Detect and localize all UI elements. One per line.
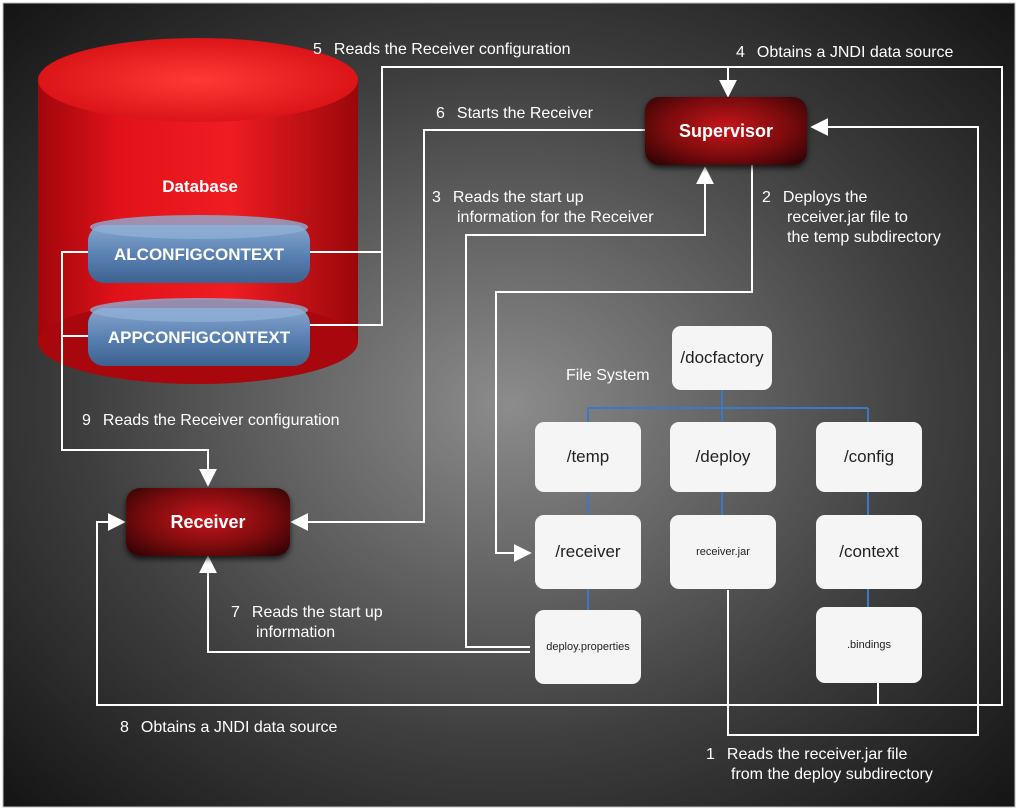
connector-step-8 [96,513,878,706]
connector-step-7 [199,555,530,653]
step-1-number: 1 [706,746,715,763]
dir-temp: /temp [535,422,641,492]
connector-step-5 [308,66,728,253]
step-5-number: 5 [313,41,322,58]
step-1-label: 1 Reads the receiver.jar file from the de… [706,745,933,785]
step-5-line-1: Reads the Receiver configuration [333,41,571,58]
step-4-number: 4 [736,44,745,61]
step-6-number: 6 [436,105,445,122]
file-receiver-jar: receiver.jar [670,515,776,589]
step-6-line-1: Starts the Receiver [456,105,593,122]
step-2-line-2: receiver.jar file to [787,209,908,226]
filesystem-label: File System [566,367,650,384]
step-5-label: 5 Reads the Receiver configuration [313,40,570,60]
supervisor-node: Supervisor [645,97,807,165]
step-7-number: 7 [231,604,240,621]
dir-deploy: /deploy [670,422,776,492]
step-7-line-2: information [256,624,336,641]
step-9-number: 9 [82,412,91,429]
step-8-label: 8 Obtains a JNDI data source [120,718,337,738]
step-1-line-2: from the deploy subdirectory [731,766,933,783]
step-9-label: 9 Reads the Receiver configuration [82,411,339,431]
connector-step-2 [495,165,753,562]
file-deploy-properties: deploy.properties [535,610,641,684]
step-8-line-1: Obtains a JNDI data source [140,719,338,736]
step-2-line-3: the temp subdirectory [787,229,941,246]
table-alconfigcontext: ALCONFIGCONTEXT [114,245,284,264]
receiver-node: Receiver [126,488,290,556]
connector-step-6 [290,129,645,531]
connector-step-1 [727,118,979,736]
step-7-line-1: Reads the start up [251,604,383,621]
step-3-label: 3 Reads the start up information for the … [432,188,654,228]
step-4-label: 4 Obtains a JNDI data source [736,43,953,63]
step-1-line-1: Reads the receiver.jar file [726,746,908,763]
step-4-line-1: Obtains a JNDI data source [756,44,954,61]
step-3-number: 3 [432,189,441,206]
step-2-number: 2 [762,189,771,206]
step-3-line-1: Reads the start up [452,189,584,206]
dir-docfactory: /docfactory [672,326,772,390]
dir-receiver: /receiver [535,515,641,589]
step-2-label: 2 Deploys the receiver.jar file to the te… [762,188,941,248]
file-bindings: .bindings [816,607,922,683]
connectors [61,66,1003,736]
step-3-line-2: information for the Receiver [457,209,654,226]
dir-config: /config [816,422,922,492]
database-title: Database [162,177,238,196]
dir-context: /context [816,515,922,589]
connector-step-9 [61,251,217,487]
step-9-line-1: Reads the Receiver configuration [102,412,340,429]
table-pills [88,215,310,366]
step-6-label: 6 Starts the Receiver [436,104,593,124]
step-8-number: 8 [120,719,129,736]
step-7-label: 7 Reads the start up information [231,603,383,643]
step-2-line-1: Deploys the [782,189,868,206]
connector-step-4 [719,66,1003,706]
filesystem-tree-lines [587,389,869,610]
connector-step-3 [465,166,714,648]
table-appconfigcontext: APPCONFIGCONTEXT [107,328,291,347]
